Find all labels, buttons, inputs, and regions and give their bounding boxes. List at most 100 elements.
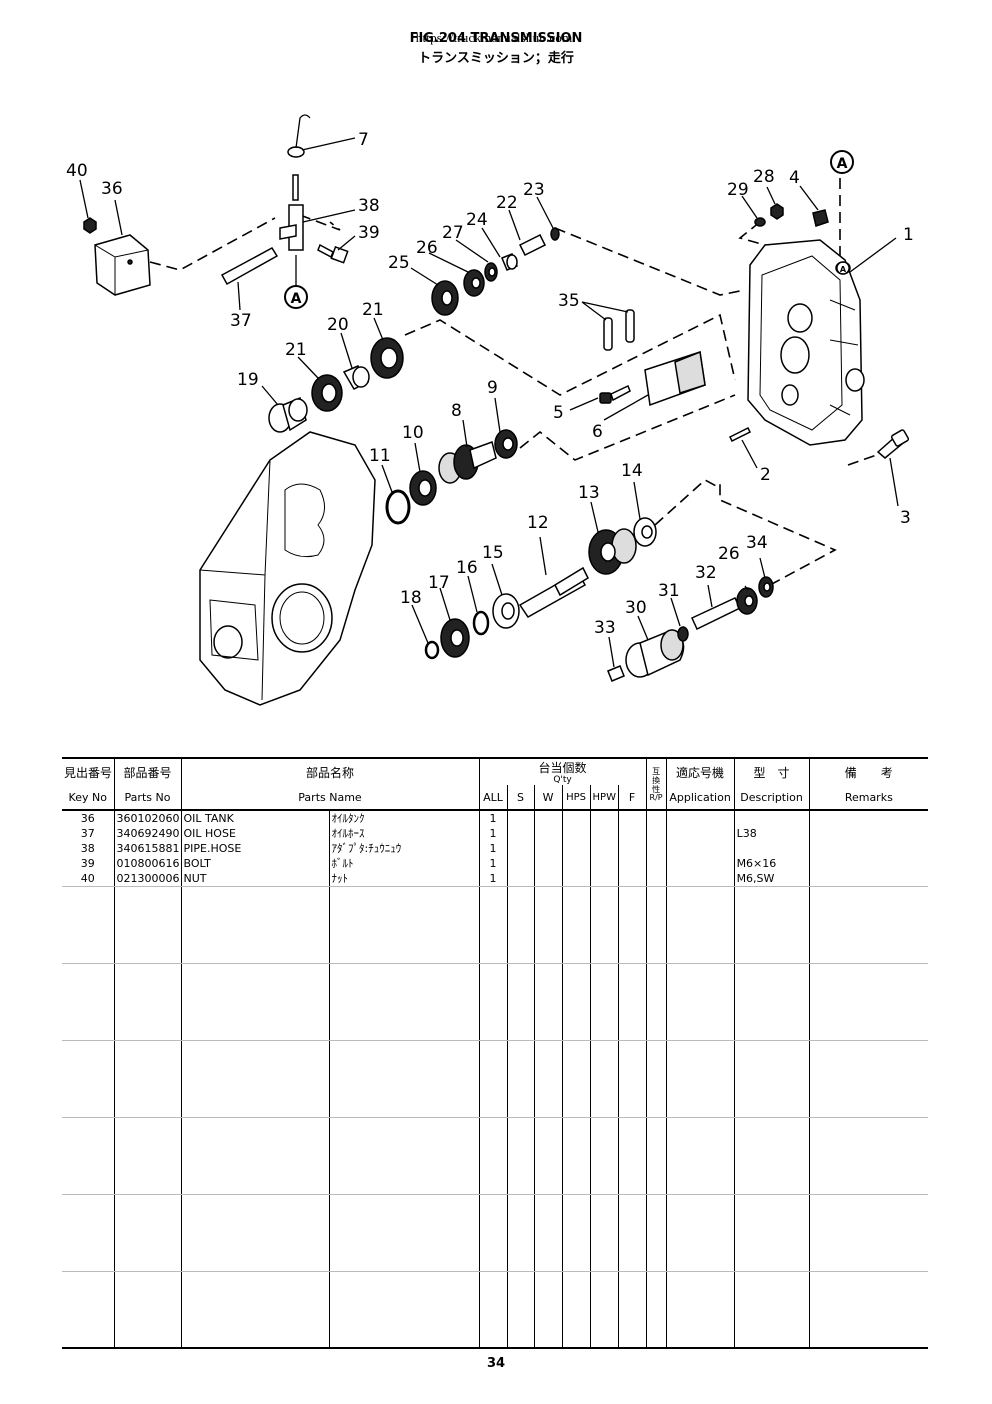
oil-hose-37 xyxy=(220,247,279,286)
dashed-link-14 xyxy=(654,479,721,526)
oil-tank-36 xyxy=(94,234,151,296)
bolt-39 xyxy=(317,243,349,264)
pin-2 xyxy=(728,426,752,443)
dashed-link-34 xyxy=(719,480,837,586)
header-qty-f: F xyxy=(617,785,647,811)
gear-25 xyxy=(431,280,459,316)
circlip-18 xyxy=(424,640,440,660)
callout-40: 40 xyxy=(66,161,88,181)
callout-34: 34 xyxy=(746,533,768,553)
header-remarks-jp: 備 考 xyxy=(808,757,929,785)
table-row: 39 010800616 BOLT ﾎﾞﾙﾄ 1 M6×16 xyxy=(62,856,929,871)
header-qty-w: W xyxy=(533,785,563,811)
callout-39: 39 xyxy=(358,223,380,243)
key-no-cell: 39 xyxy=(80,857,95,870)
callout-19: 19 xyxy=(237,370,259,390)
header-rp: R/P xyxy=(649,792,663,802)
leader-lines xyxy=(79,137,899,668)
figure-subtitle: トランスミッション；走行 xyxy=(418,51,574,66)
washer-29 xyxy=(754,217,766,227)
parts-name-jp-cell: ﾅｯﾄ xyxy=(328,871,480,887)
callout-26a: 26 xyxy=(416,238,438,258)
figure-title: FIG.204 TRANSMISSION xyxy=(409,31,583,46)
qty-all-cell: 1 xyxy=(478,841,508,856)
header-description: Description xyxy=(733,785,810,811)
callout-33: 33 xyxy=(594,618,616,638)
parts-no-cell: 340692490 xyxy=(113,826,181,841)
dashed-link-23 xyxy=(554,227,746,296)
cover-1 xyxy=(747,239,865,446)
bolt-5 xyxy=(599,384,631,404)
callout-5: 5 xyxy=(553,403,564,423)
parts-table: 見出番号 部品番号 部品名称 台当個数 Q'ty 互換性 R/P 適応号機 型 … xyxy=(62,757,929,1349)
plug-4 xyxy=(812,209,829,227)
description-cell xyxy=(733,841,810,856)
gear-13 xyxy=(588,528,637,575)
header-description-jp: 型 寸 xyxy=(733,757,810,785)
callout-9: 9 xyxy=(487,378,498,398)
header-interchangeable-jp: 互換性 xyxy=(652,766,661,794)
svg-text:A: A xyxy=(291,291,302,307)
bearing-21a xyxy=(311,374,343,412)
circled-a-marker-small: A xyxy=(836,261,850,275)
callout-11: 11 xyxy=(369,446,391,466)
bearing-21b xyxy=(370,337,404,379)
dashed-link-tank xyxy=(149,217,276,271)
callout-3: 3 xyxy=(900,508,911,528)
callout-37: 37 xyxy=(230,311,252,331)
table-row: 36 360102060 OIL TANK ｵｲﾙﾀﾝｸ 1 xyxy=(62,810,929,826)
callout-29: 29 xyxy=(727,180,749,200)
gear-8 xyxy=(438,441,497,484)
description-cell: M6,SW xyxy=(733,871,810,887)
source-url[interactable]: https://truckmanualshub.com/ xyxy=(415,30,577,45)
callout-12: 12 xyxy=(527,513,549,533)
bearing-26 xyxy=(463,269,485,297)
table-row: 37 340692490 OIL HOSE ｵｲﾙﾎｰｽ 1 L38 xyxy=(62,826,929,841)
callout-17: 17 xyxy=(428,573,450,593)
page-number: 34 xyxy=(486,1356,506,1371)
callout-28: 28 xyxy=(753,167,775,187)
parts-no-cell: 021300006 xyxy=(113,871,181,887)
parts-name-cell: OIL TANK xyxy=(180,810,329,826)
nut-28 xyxy=(770,203,784,220)
empty-row-block xyxy=(62,963,929,1041)
callout-7: 7 xyxy=(358,130,369,150)
parts-name-jp-cell: ｱﾀﾞﾌﾟﾀ:ﾁｭｳﾆｭｳ xyxy=(328,841,480,856)
callout-8: 8 xyxy=(451,401,462,421)
pipe-hose-38 xyxy=(279,114,311,251)
callout-18: 18 xyxy=(400,588,422,608)
circled-a-marker-top: A xyxy=(830,150,854,174)
callout-4: 4 xyxy=(789,168,800,188)
key-no-cell: 38 xyxy=(80,842,95,855)
description-cell: M6×16 xyxy=(733,856,810,871)
empty-row-block xyxy=(62,1271,929,1349)
header-remarks: Remarks xyxy=(808,785,929,811)
svg-text:A: A xyxy=(837,156,848,172)
header-parts-name-jp: 部品名称 xyxy=(180,757,480,785)
ring-31 xyxy=(677,626,689,642)
qty-all-cell: 1 xyxy=(478,856,508,871)
key-no-cell: 40 xyxy=(62,871,114,887)
bolt-3 xyxy=(876,429,910,459)
callout-32: 32 xyxy=(695,563,717,583)
callout-14: 14 xyxy=(621,461,643,481)
header-qty-all: ALL xyxy=(478,785,508,811)
header-qty-en: Q'ty xyxy=(553,775,572,785)
callout-2: 2 xyxy=(760,465,771,485)
parts-name-jp-cell: ｵｲﾙﾀﾝｸ xyxy=(328,810,480,826)
parts-name-jp-cell: ﾎﾞﾙﾄ xyxy=(328,856,480,871)
callout-labels: 1 2 3 4 5 6 7 8 9 10 11 12 13 14 15 16 1… xyxy=(66,130,914,638)
key-no-cell: 36 xyxy=(80,812,95,825)
bearing-15 xyxy=(492,593,520,629)
callout-36: 36 xyxy=(101,179,123,199)
empty-row-block xyxy=(62,886,929,964)
pin-33 xyxy=(607,665,625,682)
header-parts-no: Parts No xyxy=(113,785,181,811)
parts-name-cell: OIL HOSE xyxy=(180,826,329,841)
parts-no-cell: 010800616 xyxy=(113,856,181,871)
description-cell: L38 xyxy=(733,826,810,841)
parts-name-cell: BOLT xyxy=(180,856,329,871)
description-cell xyxy=(733,810,810,826)
ring-16 xyxy=(472,610,490,636)
header-key-no: Key No xyxy=(62,785,114,811)
